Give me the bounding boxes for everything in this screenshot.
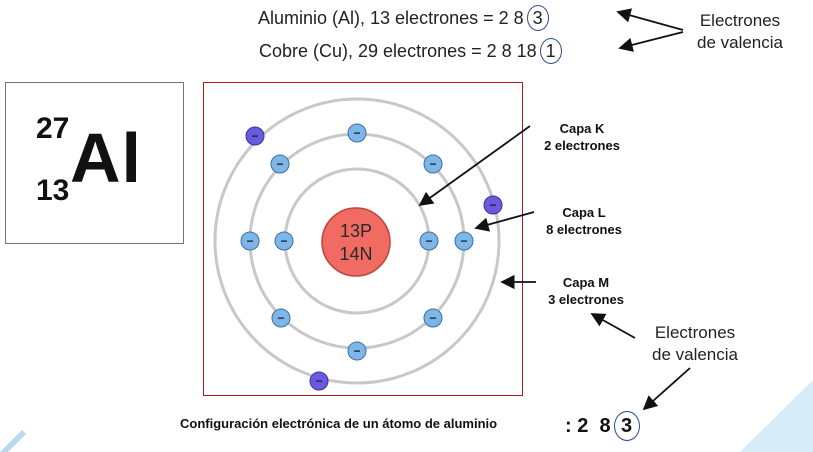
electron-sign: − <box>251 129 258 143</box>
arrow-valencia-aluminio <box>616 8 684 31</box>
corner-decoration-left <box>0 430 26 452</box>
shell-label-k: Capa K 2 electrones <box>532 120 632 154</box>
config-colon: : <box>565 415 572 437</box>
electron-sign: − <box>353 344 360 358</box>
electron-sign: − <box>246 234 253 248</box>
shell-l-count: 8 electrones <box>546 222 622 237</box>
atomic-number: 13 <box>36 174 70 207</box>
shell-l-name: Capa L <box>562 205 606 220</box>
electron-l-5: − <box>454 231 474 251</box>
shell-label-l: Capa L 8 electrones <box>534 204 634 238</box>
valence-label-bottom-line2: de valencia <box>651 345 738 364</box>
aluminio-text: Aluminio (Al), 13 electrones = 2 8 <box>258 8 524 28</box>
electron-l-8: − <box>347 341 367 361</box>
electron-k-2: − <box>419 231 439 251</box>
electron-l-1: − <box>347 123 367 143</box>
electron-sign: − <box>280 234 287 248</box>
valence-label-top-line2: de valencia <box>696 33 783 52</box>
electron-sign: − <box>353 126 360 140</box>
electron-sign: − <box>276 157 283 171</box>
aluminio-valence-circle: 3 <box>526 5 549 31</box>
shell-k-count: 2 electrones <box>544 138 620 153</box>
shell-label-m: Capa M 3 electrones <box>536 274 636 308</box>
electron-sign: − <box>315 374 322 388</box>
corner-decoration <box>740 380 813 452</box>
valence-label-top-line1: Electrones <box>699 11 781 30</box>
nucleus-protons: 13P <box>340 221 372 241</box>
shell-k-name: Capa K <box>559 121 605 136</box>
cobre-valence-circle: 1 <box>539 38 562 64</box>
electron-m-3: − <box>309 371 329 391</box>
config-m-circle: 3 <box>613 411 640 441</box>
valence-label-bottom-line1: Electrones <box>654 323 736 342</box>
electron-l-4: − <box>240 231 260 251</box>
element-box <box>5 82 184 244</box>
mass-number: 27 <box>36 112 70 145</box>
config-l: 8 <box>599 415 611 437</box>
electron-sign: − <box>425 234 432 248</box>
atom-frame <box>203 82 523 396</box>
electron-sign: − <box>429 311 436 325</box>
arrow-valencia-m <box>590 313 636 339</box>
shell-m-count: 3 electrones <box>548 292 624 307</box>
nucleus-neutrons: 14N <box>339 244 372 264</box>
electron-k-1: − <box>274 231 294 251</box>
caption: Configuración electrónica de un átomo de… <box>180 416 498 431</box>
element-symbol: Al <box>70 119 142 197</box>
shell-m-name: Capa M <box>562 275 610 290</box>
electron-sign: − <box>429 157 436 171</box>
electron-sign: − <box>460 234 467 248</box>
electron-l-7: − <box>423 308 443 328</box>
electron-l-6: − <box>271 308 291 328</box>
nucleus <box>321 207 391 277</box>
electron-sign: − <box>277 311 284 325</box>
arrow-capa-k <box>418 125 531 207</box>
electron-m-1: − <box>245 126 265 146</box>
electron-l-3: − <box>270 154 290 174</box>
arrow-capa-l <box>474 211 535 232</box>
electron-l-2: − <box>423 154 443 174</box>
electron-sign: − <box>489 198 496 212</box>
config-k: 2 <box>577 415 589 437</box>
arrow-valencia-config <box>642 367 691 411</box>
arrow-valencia-cobre <box>618 31 684 52</box>
electron-m-2: − <box>483 195 503 215</box>
valence-label-bottom: Electrones de valencia <box>640 322 750 366</box>
valence-label-top: Electrones de valencia <box>685 10 795 54</box>
shell-m-orbit <box>213 97 501 385</box>
cobre-text: Cobre (Cu), 29 electrones = 2 8 18 <box>259 41 537 61</box>
